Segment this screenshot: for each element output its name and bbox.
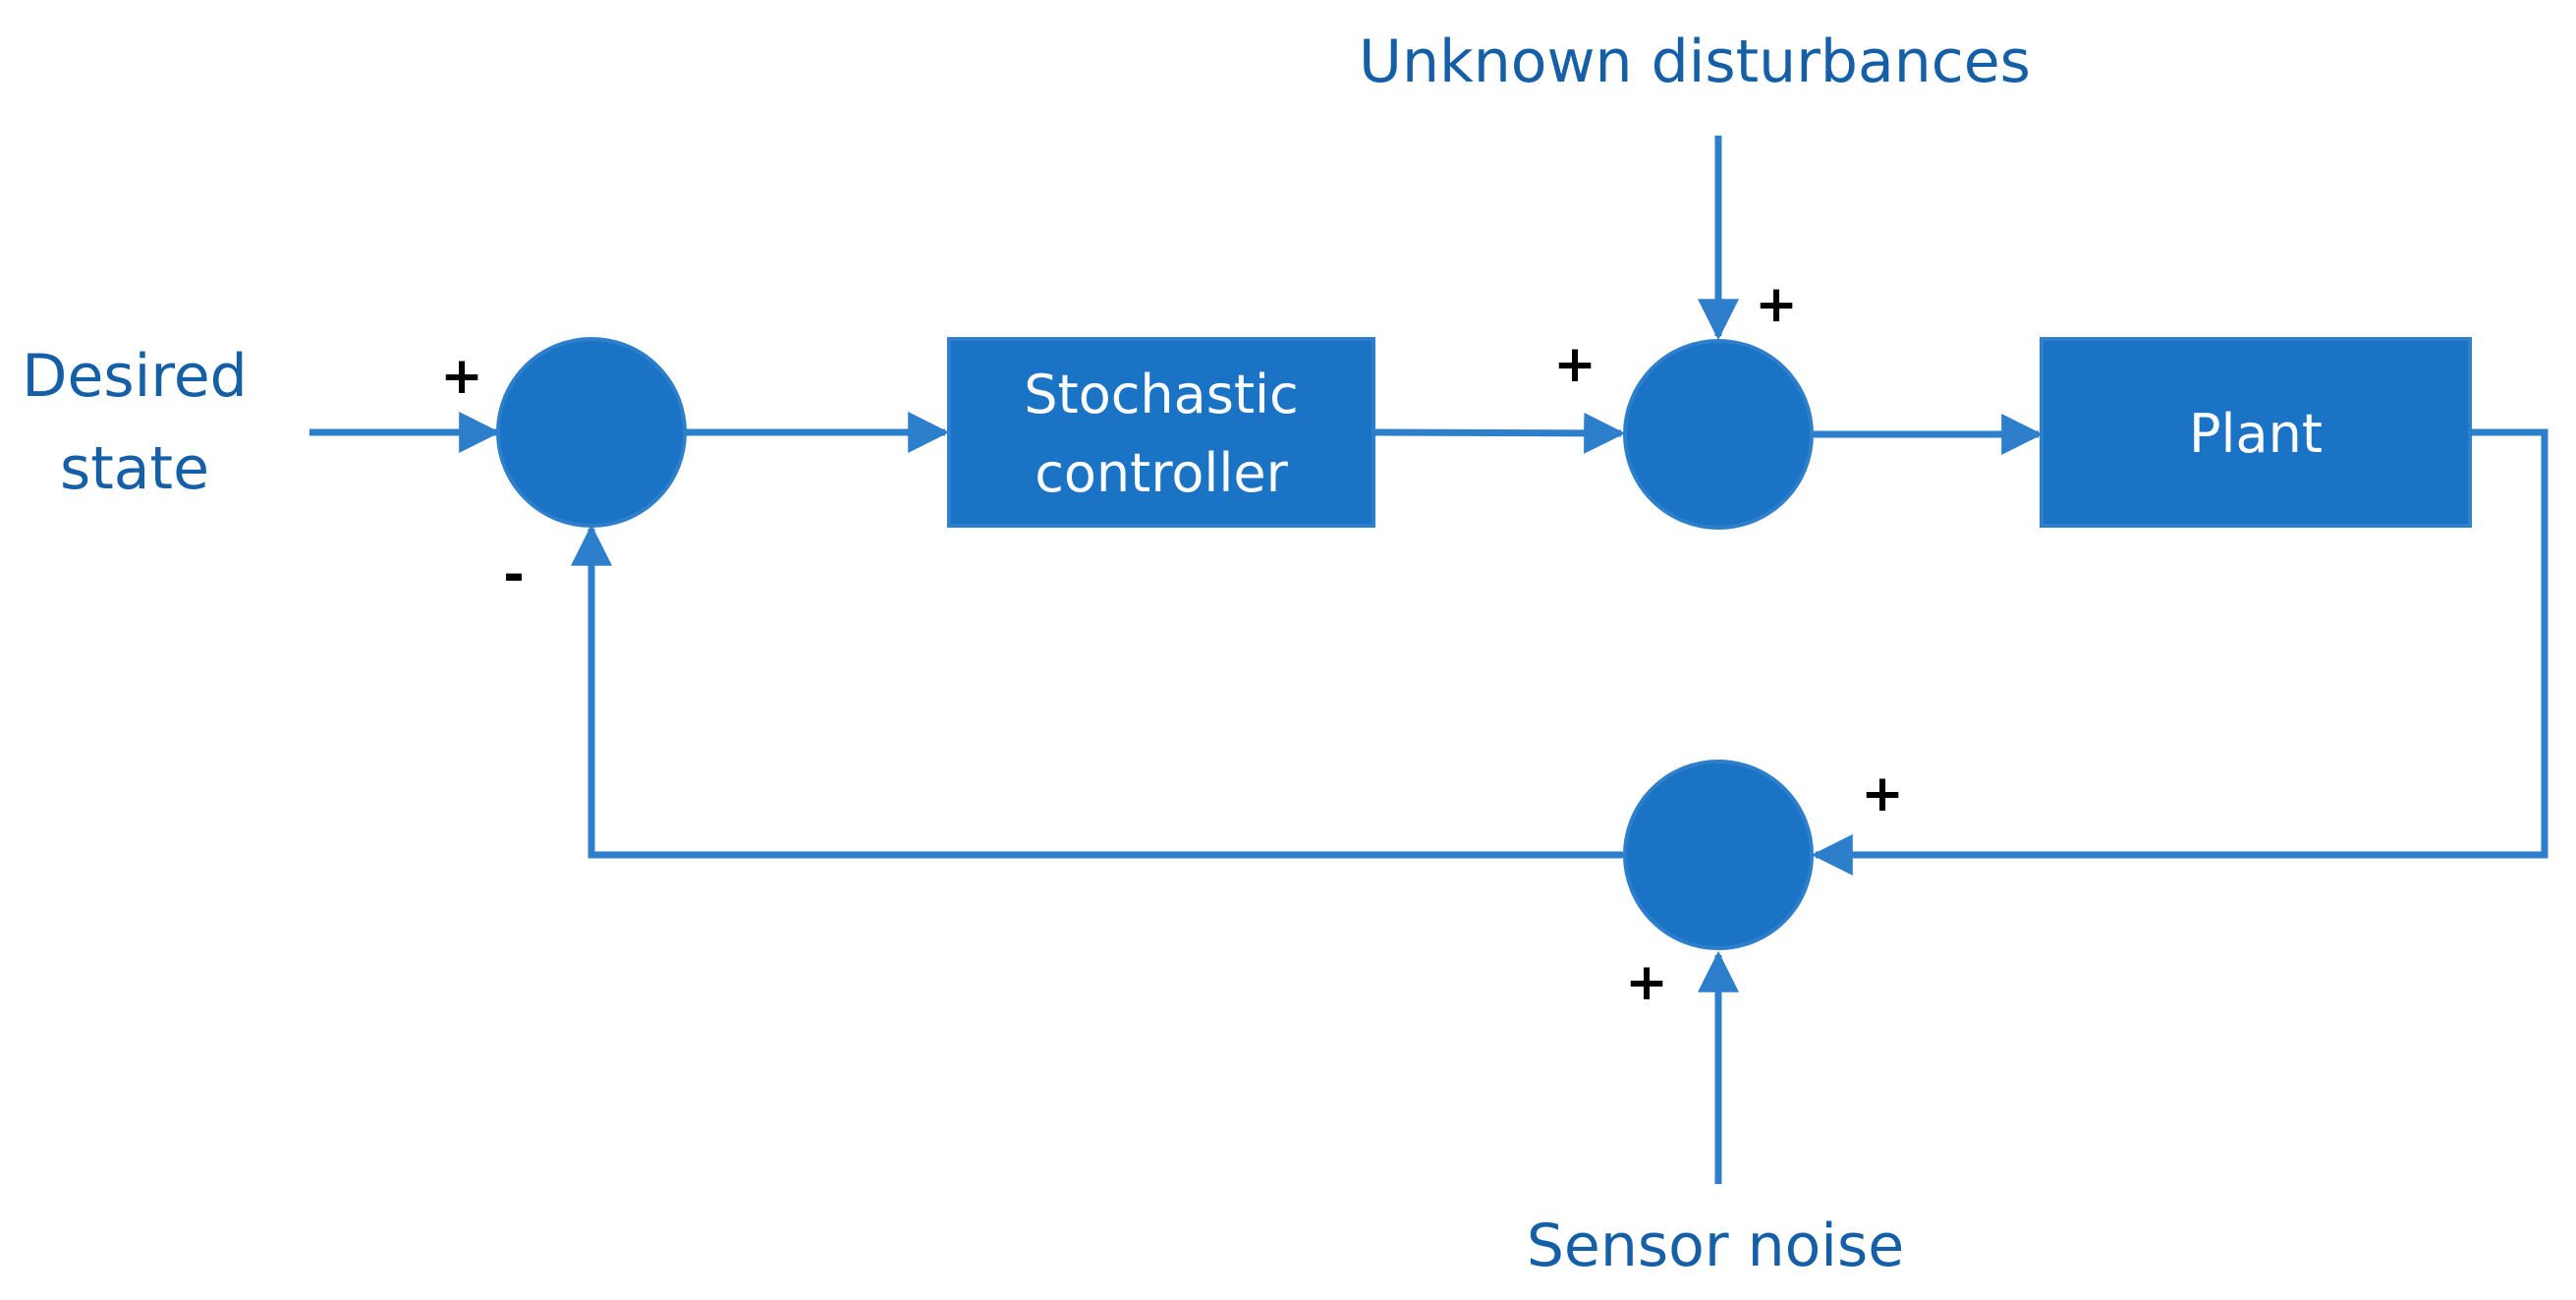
noise-summing-junction	[1623, 760, 1814, 950]
feedback-to-sum-arrow	[571, 524, 1623, 859]
sum2-control-sign: +	[1553, 335, 1596, 394]
stochastic-controller-block	[947, 337, 1375, 528]
sum3-output-sign: +	[1861, 764, 1904, 823]
disturbance-summing-junction	[1623, 339, 1814, 530]
sum1-reference-sign: +	[440, 347, 483, 406]
controller-label-line1: Stochastic	[1024, 364, 1299, 425]
plant-block	[2040, 337, 2472, 528]
controller-to-sum-arrow	[1374, 412, 1626, 454]
desired-state-label-line2: state	[60, 434, 209, 503]
error-summing-junction	[496, 337, 687, 528]
sum1-feedback-sign: -	[503, 545, 525, 604]
sensor-noise-label: Sensor noise	[1527, 1212, 1904, 1280]
controller-label-line2: controller	[1035, 442, 1288, 504]
unknown-disturbances-label: Unknown disturbances	[1359, 28, 2031, 96]
plant-label: Plant	[2189, 403, 2323, 465]
sum2-disturbance-sign: +	[1755, 275, 1798, 334]
plant-output-feedback-arrow	[1811, 428, 2548, 876]
desired-state-label-line1: Desired	[22, 342, 247, 411]
sum3-noise-sign: +	[1625, 953, 1668, 1012]
